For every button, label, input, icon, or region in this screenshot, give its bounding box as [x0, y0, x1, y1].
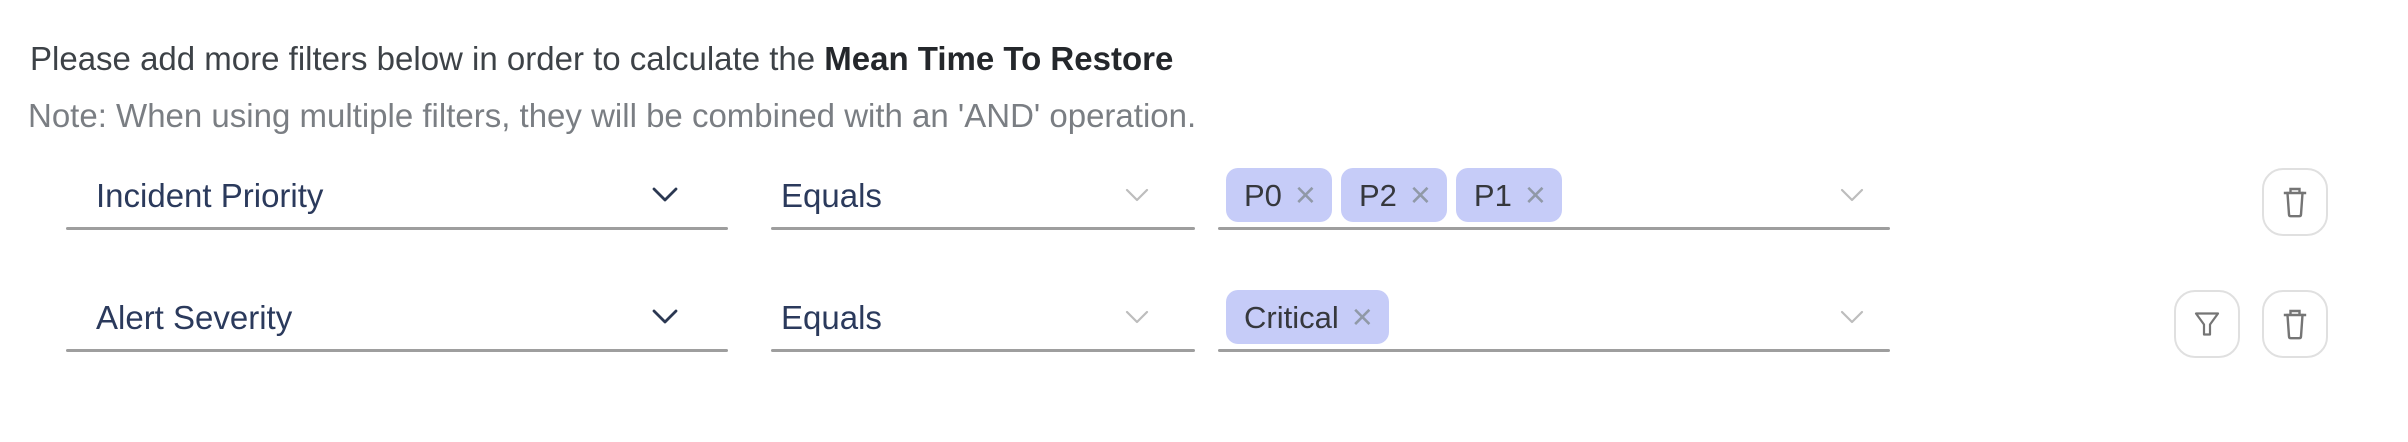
trash-icon	[2280, 308, 2310, 341]
chevron-down-icon	[1125, 310, 1149, 324]
metric-name: Mean Time To Restore	[824, 40, 1174, 77]
funnel-icon	[2192, 310, 2222, 338]
field-underline	[771, 349, 1195, 352]
filter-row: Alert Severity Equals Critical ×	[0, 282, 2408, 358]
chevron-down-icon	[1840, 310, 1864, 324]
intro-text: Please add more filters below in order t…	[30, 40, 1173, 78]
value-tag: P1 ×	[1455, 168, 1562, 222]
operator-select[interactable]: Equals	[771, 282, 1195, 352]
operator-select-value: Equals	[781, 176, 882, 214]
row-actions	[2174, 290, 2328, 358]
selected-values: P0 × P2 × P1 ×	[1226, 168, 1562, 222]
delete-filter-button[interactable]	[2262, 290, 2328, 358]
field-underline	[66, 227, 728, 230]
intro-text-normal: Please add more filters below in order t…	[30, 40, 825, 77]
chevron-down-icon	[652, 309, 678, 325]
value-tag-label: P0	[1244, 177, 1282, 213]
delete-filter-button[interactable]	[2262, 168, 2328, 236]
value-tag: P0 ×	[1226, 168, 1332, 222]
field-underline	[771, 227, 1195, 230]
field-underline	[66, 349, 728, 352]
filter-row: Incident Priority Equals P0 × P2 ×	[0, 160, 2408, 236]
operator-select[interactable]: Equals	[771, 160, 1195, 230]
value-tag-label: P1	[1473, 177, 1512, 213]
chevron-down-icon	[1840, 188, 1864, 202]
trash-icon	[2280, 186, 2310, 219]
apply-filter-button[interactable]	[2174, 290, 2240, 358]
value-tag: Critical ×	[1226, 290, 1389, 344]
selected-values: Critical ×	[1226, 290, 1389, 344]
field-select-value: Alert Severity	[96, 298, 293, 336]
remove-tag-icon[interactable]: ×	[1409, 174, 1431, 215]
value-tag: P2 ×	[1340, 168, 1447, 222]
row-actions	[2262, 168, 2328, 236]
remove-tag-icon[interactable]: ×	[1351, 296, 1373, 337]
field-underline	[1218, 227, 1890, 230]
field-underline	[1218, 349, 1890, 352]
remove-tag-icon[interactable]: ×	[1294, 174, 1316, 215]
value-tag-label: Critical	[1244, 299, 1339, 335]
field-select-value: Incident Priority	[96, 176, 324, 214]
note-text: Note: When using multiple filters, they …	[28, 97, 1197, 134]
operator-select-value: Equals	[781, 298, 882, 336]
value-tag-label: P2	[1358, 177, 1397, 213]
values-multiselect[interactable]: P0 × P2 × P1 ×	[1218, 160, 1890, 230]
chevron-down-icon	[1125, 188, 1149, 202]
values-multiselect[interactable]: Critical ×	[1218, 282, 1890, 352]
field-select-alert-severity[interactable]: Alert Severity	[66, 282, 728, 352]
chevron-down-icon	[652, 187, 678, 203]
remove-tag-icon[interactable]: ×	[1524, 174, 1546, 215]
field-select-incident-priority[interactable]: Incident Priority	[66, 160, 728, 230]
